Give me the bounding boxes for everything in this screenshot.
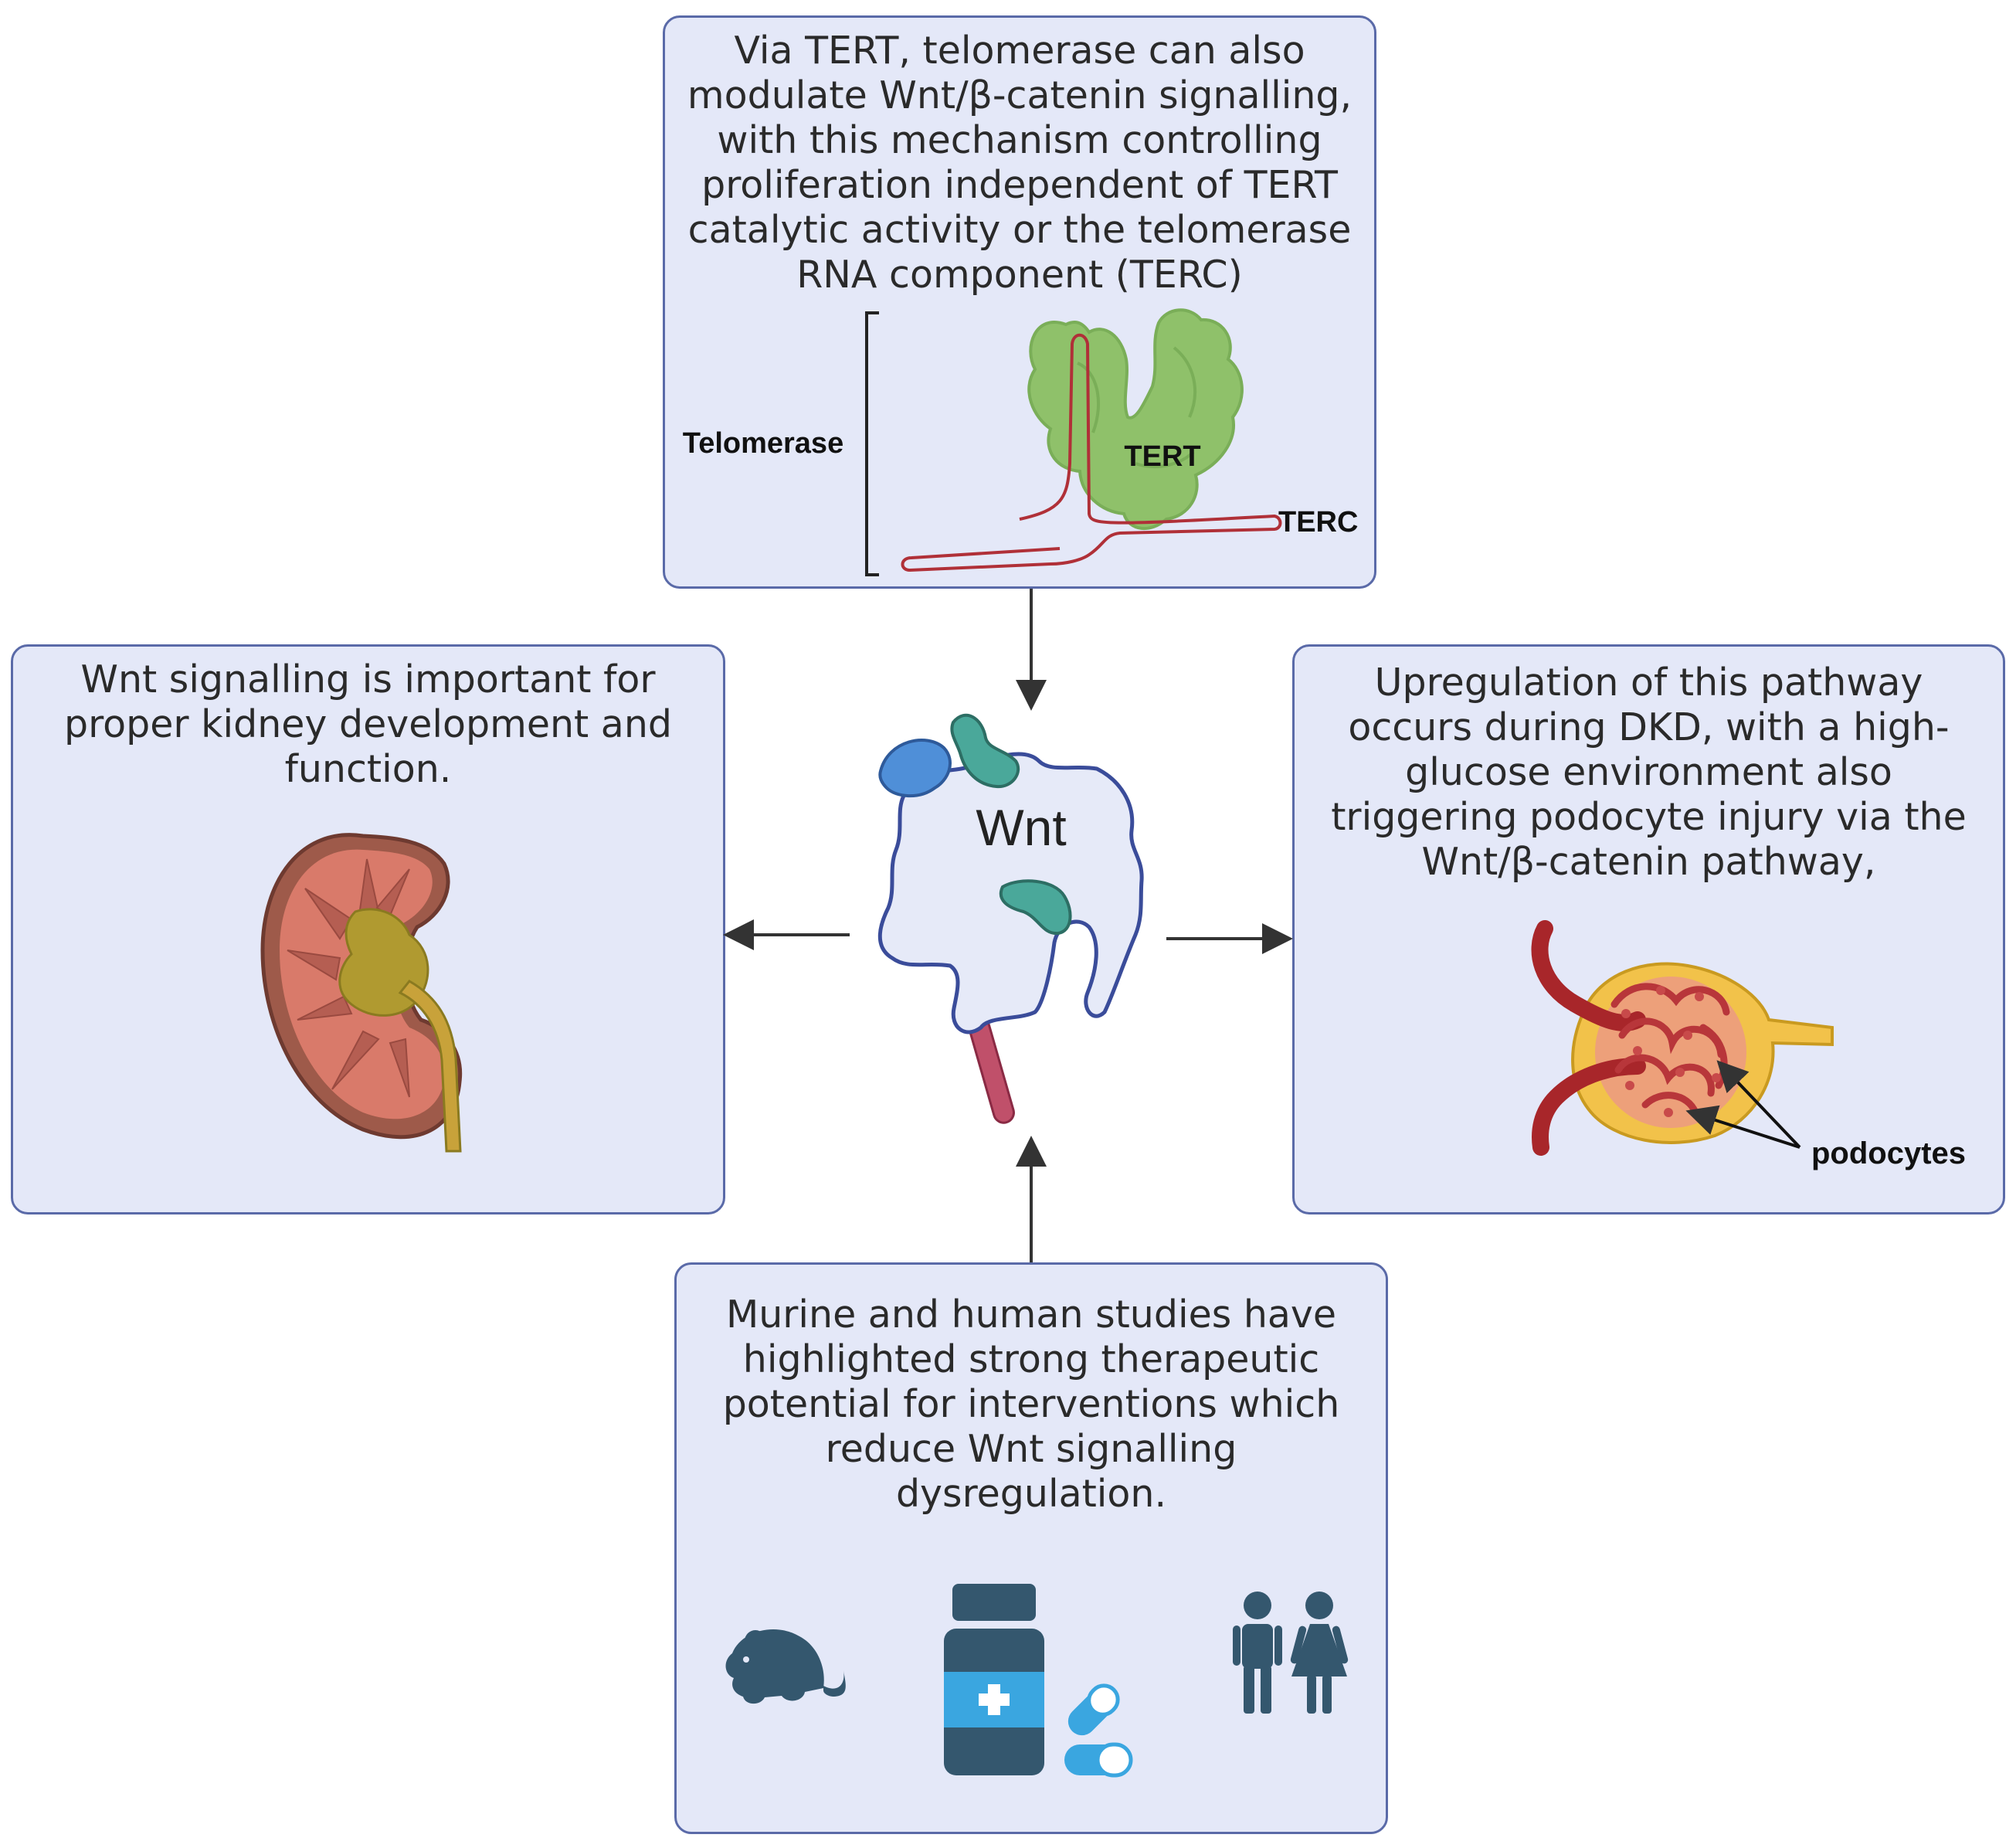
wnt-receptor-icon	[877, 713, 1144, 1124]
right-text-line: Upregulation of this pathway	[1374, 661, 1923, 705]
medicine-bottle-icon	[944, 1584, 1044, 1775]
mouse-icon	[725, 1629, 846, 1704]
wnt-blue-subunit	[878, 739, 952, 798]
tert-protein-icon	[1027, 308, 1244, 531]
left-text-line: Wnt signalling is important for	[80, 657, 656, 701]
people-icon	[1233, 1592, 1349, 1714]
bottom-text-line: reduce Wnt signalling	[825, 1427, 1237, 1471]
terc-label: TERC	[1278, 506, 1358, 538]
right-text-line: occurs during DKD, with a high-	[1348, 705, 1950, 749]
pills-icon	[1064, 1683, 1133, 1778]
wnt-teal-subunit-top	[950, 713, 1020, 789]
top-text-line: proliferation independent of TERT	[701, 163, 1338, 207]
telomerase-bracket	[865, 311, 879, 576]
left-panel-text: Wnt signalling is important for proper k…	[13, 657, 723, 792]
kidney-icon	[260, 833, 463, 1153]
right-panel-text: Upregulation of this pathway occurs duri…	[1295, 661, 2003, 885]
bottom-panel-text: Murine and human studies have highlighte…	[677, 1293, 1386, 1517]
terc-rna-strand	[901, 333, 1282, 572]
bottom-text-line: dysregulation.	[895, 1472, 1167, 1516]
ureter	[398, 980, 462, 1153]
glomerulus-icon	[1531, 920, 1834, 1156]
right-text-line: Wnt/β-catenin pathway,	[1421, 840, 1876, 884]
bottom-text-line: potential for interventions which	[722, 1382, 1340, 1426]
right-text-line: triggering podocyte injury via the	[1331, 795, 1967, 839]
right-text-line: glucose environment also	[1405, 750, 1892, 794]
top-text-line: RNA component (TERC)	[796, 253, 1243, 297]
left-text-line: function.	[284, 747, 452, 791]
telomerase-label: Telomerase	[683, 427, 843, 460]
podocytes-label: podocytes	[1811, 1136, 1966, 1170]
top-text-line: with this mechanism controlling	[717, 118, 1322, 162]
left-text-line: proper kidney development and	[64, 702, 672, 746]
top-panel: Via TERT, telomerase can also modulate W…	[663, 15, 1376, 589]
top-text-line: Via TERT, telomerase can also	[734, 29, 1305, 73]
top-panel-text: Via TERT, telomerase can also modulate W…	[665, 29, 1374, 297]
top-text-line: modulate Wnt/β-catenin signalling,	[687, 73, 1352, 117]
wnt-teal-subunit-mid	[1000, 879, 1072, 936]
bottom-text-line: Murine and human studies have	[725, 1293, 1337, 1337]
bottom-text-line: highlighted strong therapeutic	[742, 1337, 1320, 1381]
wnt-label: Wnt	[976, 799, 1066, 856]
tert-label: TERT	[1124, 440, 1200, 473]
top-text-line: catalytic activity or the telomerase	[687, 208, 1352, 252]
